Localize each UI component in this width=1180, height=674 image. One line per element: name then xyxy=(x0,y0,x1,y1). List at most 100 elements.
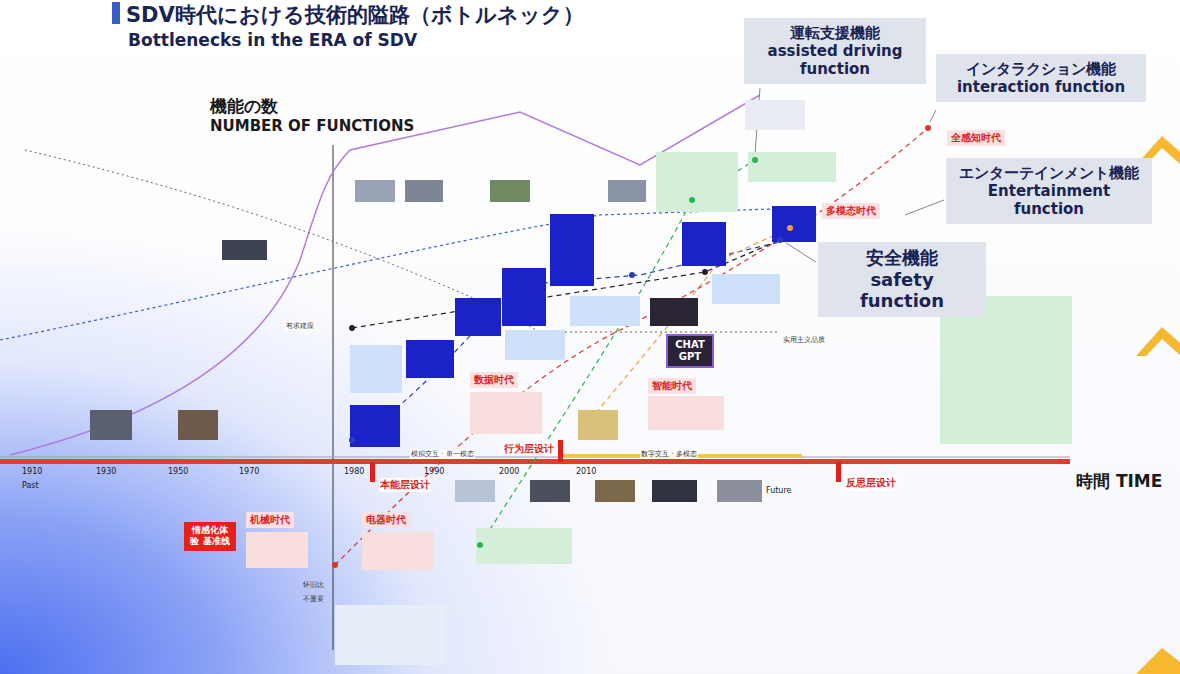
node-text: CHAT GPT xyxy=(672,339,708,363)
phase-label: 本能层设计 xyxy=(379,478,431,492)
axis-title: 機能の数 xyxy=(210,95,278,118)
year-tick: 2010 xyxy=(576,467,596,476)
function-callout: インタラクション機能interaction function xyxy=(936,54,1146,102)
dot xyxy=(689,197,695,203)
dot xyxy=(752,157,758,163)
leader-line xyxy=(905,200,944,215)
leader-line xyxy=(786,243,816,262)
photo xyxy=(178,410,218,440)
title-bar xyxy=(112,2,120,24)
trend-curve xyxy=(335,128,928,565)
axis-title: 時間 TIME xyxy=(1076,470,1162,493)
note-box xyxy=(570,296,640,326)
era-label: 多模态时代 xyxy=(822,203,880,219)
axis-marker xyxy=(558,440,563,462)
title: SDV時代における技術的隘路（ボトルネック） xyxy=(126,1,584,29)
node-text: assisted driving function xyxy=(752,42,918,78)
curve-label: 实用主义品质 xyxy=(782,335,826,345)
axis-rule xyxy=(0,457,1070,458)
dot xyxy=(477,542,483,548)
dot xyxy=(787,225,793,231)
axis-marker xyxy=(836,462,841,482)
photo xyxy=(608,180,646,202)
baseline-badge: 情感化体验 基准线 xyxy=(184,522,236,551)
node-text: 机械时代 xyxy=(250,514,290,526)
trend-curve xyxy=(0,208,800,340)
era-label: 智能时代 xyxy=(648,378,696,394)
dot xyxy=(349,437,355,443)
photo xyxy=(652,480,697,502)
era-label: 全感知时代 xyxy=(947,130,1005,146)
node-text: 智能时代 xyxy=(652,380,692,392)
time-label: Future xyxy=(766,486,791,495)
note-box xyxy=(455,298,501,336)
node-text: 運転支援機能 xyxy=(752,24,918,42)
node-text: 安全機能 xyxy=(826,247,978,269)
function-callout: 安全機能safety function xyxy=(818,242,986,317)
function-callout: 運転支援機能assisted driving function xyxy=(744,18,926,84)
note-box xyxy=(335,605,445,665)
note-box xyxy=(350,345,402,393)
dot xyxy=(925,125,931,131)
y-axis xyxy=(333,145,334,650)
trend-line xyxy=(540,332,778,333)
era-body xyxy=(648,396,724,430)
node-text: interaction function xyxy=(944,78,1138,96)
node-text: インタラクション機能 xyxy=(944,60,1138,78)
time-label: Past xyxy=(22,481,39,490)
dot xyxy=(702,269,708,275)
photo xyxy=(455,480,495,502)
phase-label: 行为层设计 xyxy=(503,442,555,456)
note-box xyxy=(772,206,816,242)
chatgpt-badge: CHAT GPT xyxy=(666,334,714,368)
scale-label: 怀旧比 xyxy=(303,580,324,590)
photo xyxy=(90,410,132,440)
note-box xyxy=(550,214,594,286)
photo xyxy=(745,100,805,130)
phase-label: 反思层设计 xyxy=(845,476,897,490)
node-text: Entertainment function xyxy=(954,182,1144,218)
node-text: 多模态时代 xyxy=(826,205,876,217)
year-tick: 1980 xyxy=(344,467,364,476)
node-text: 电器时代 xyxy=(366,514,406,526)
node-text: 数据时代 xyxy=(474,374,514,386)
node-text: 情感化体验 基准线 xyxy=(188,525,232,548)
year-tick: 1970 xyxy=(239,467,259,476)
photo xyxy=(222,240,267,260)
era-label: 机械时代 xyxy=(246,512,294,528)
note-box xyxy=(406,340,454,378)
era-label: 数据时代 xyxy=(470,372,518,388)
note-box xyxy=(505,330,565,360)
photo xyxy=(530,480,570,502)
note-box xyxy=(748,152,836,182)
photo xyxy=(405,180,443,202)
dot xyxy=(349,325,355,331)
band-label: 模拟交互 · 单一模态 xyxy=(410,449,475,459)
note-box xyxy=(502,268,546,326)
node-text: エンターテインメント機能 xyxy=(954,164,1144,182)
note-box xyxy=(712,274,780,304)
photo xyxy=(490,180,530,202)
node-text: safety function xyxy=(826,269,978,312)
curve-label: 有求建应 xyxy=(285,321,315,331)
node-text: 全感知时代 xyxy=(951,132,1001,144)
era-body xyxy=(246,532,308,568)
era-label: 电器时代 xyxy=(362,512,410,528)
era-body xyxy=(470,392,542,434)
year-tick: 1990 xyxy=(424,467,444,476)
photo xyxy=(355,180,395,202)
scale-label: 不重要 xyxy=(303,594,324,604)
trend-curve xyxy=(480,160,755,545)
chevron xyxy=(1136,648,1180,674)
year-tick: 1930 xyxy=(96,467,116,476)
photo xyxy=(717,480,762,502)
note-box xyxy=(940,296,1072,444)
subtitle: Bottlenecks in the ERA of SDV xyxy=(128,30,417,50)
era-body xyxy=(362,532,434,570)
function-callout: エンターテインメント機能Entertainment function xyxy=(946,158,1152,224)
note-box xyxy=(476,528,572,564)
band-label: 数字交互 · 多模态 xyxy=(640,449,698,459)
note-box xyxy=(656,152,738,212)
note-box xyxy=(350,405,400,447)
